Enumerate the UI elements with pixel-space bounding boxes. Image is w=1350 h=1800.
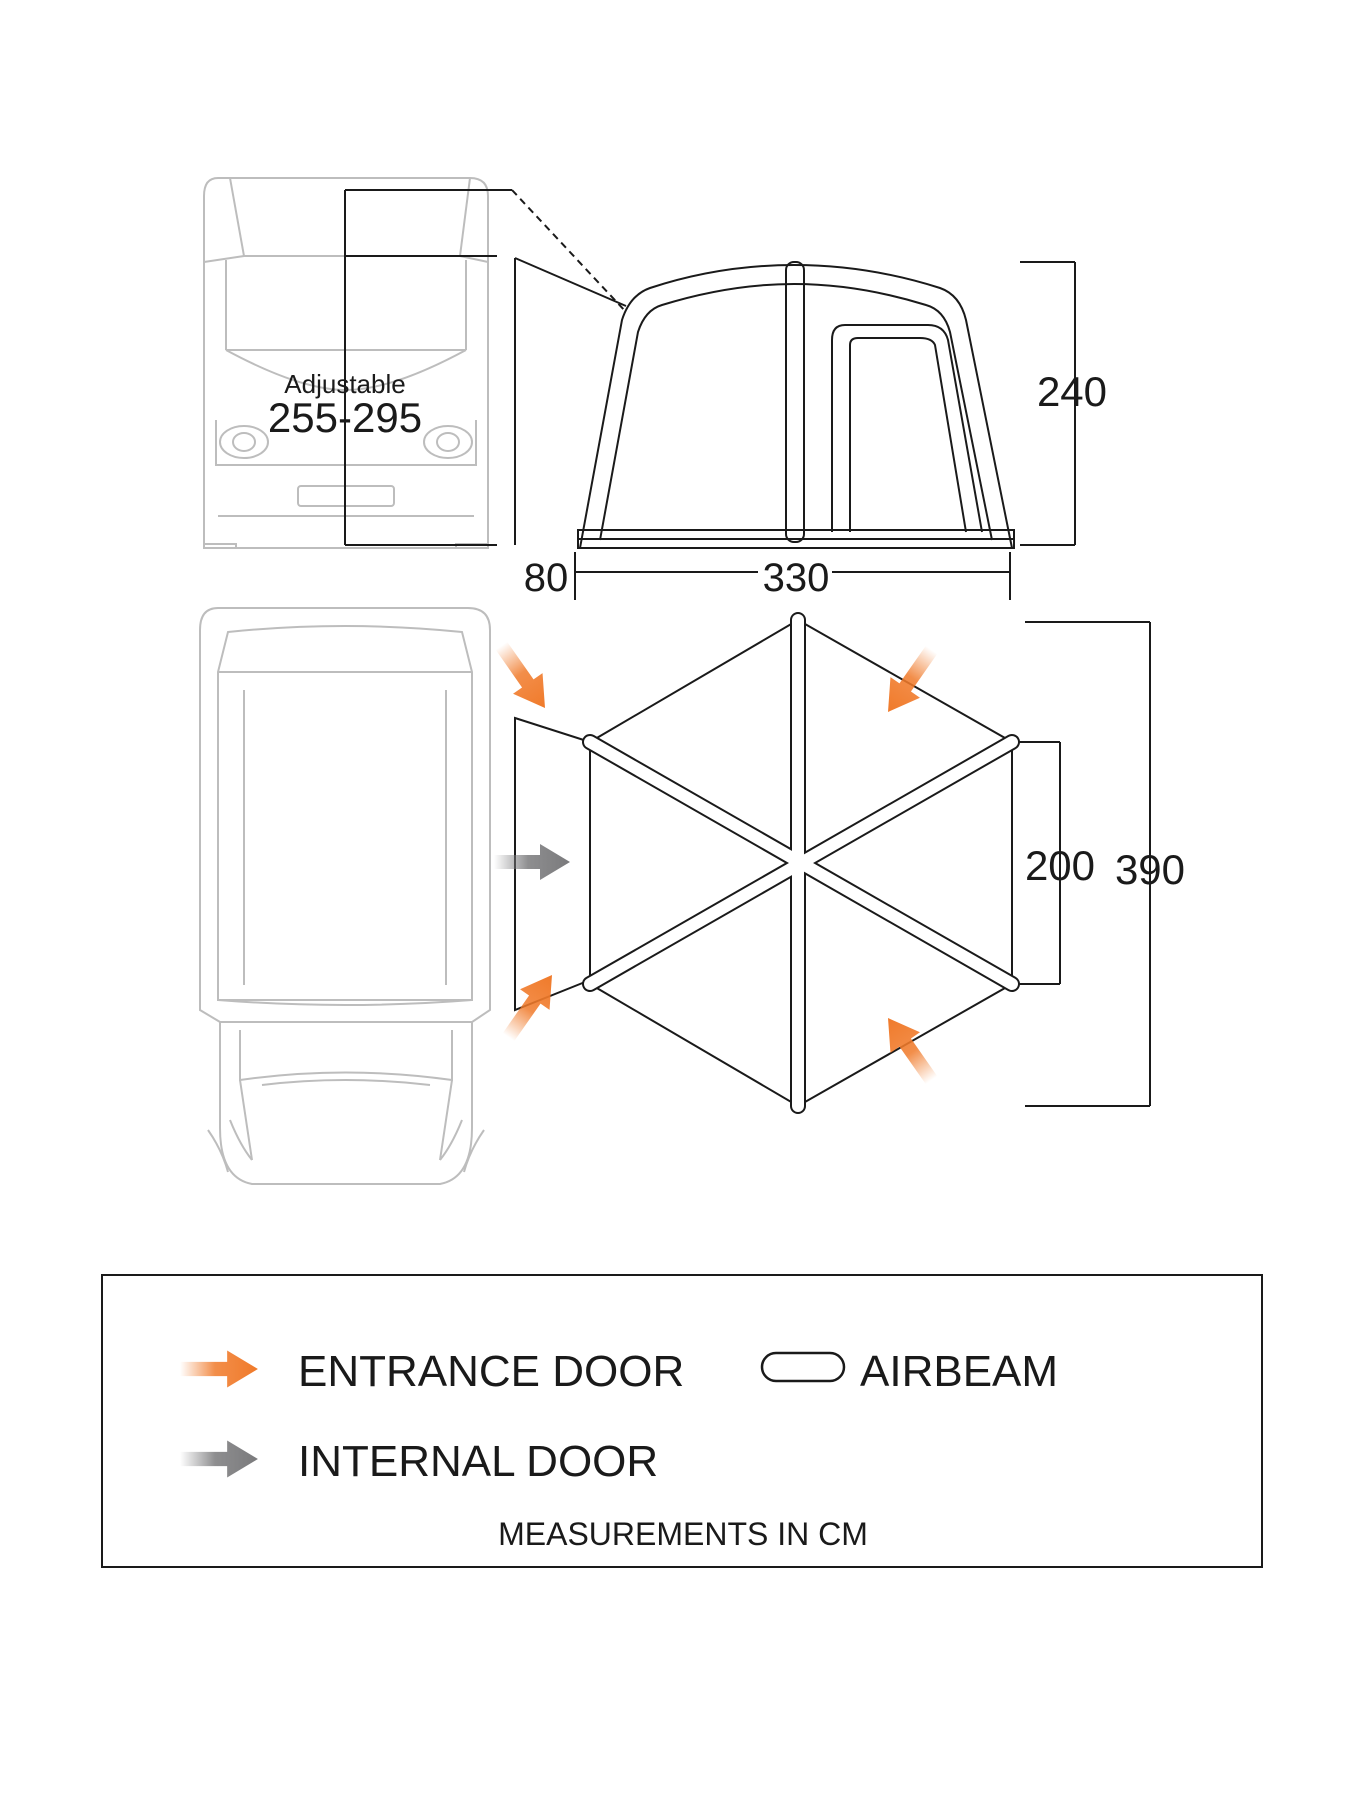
airbeam-tubes <box>582 612 1020 1114</box>
legend-box <box>101 1274 1263 1568</box>
total-depth-dimension: 390 <box>1115 846 1185 893</box>
height-dimension: 240 <box>1037 368 1107 415</box>
awning-side-view <box>514 257 1015 549</box>
adjustable-label: Adjustable <box>284 369 405 399</box>
side-dimensions <box>574 261 1076 600</box>
vehicle-top-view <box>199 607 491 1185</box>
width-dimension: 330 <box>763 556 830 600</box>
inner-depth-dimension: 200 <box>1025 842 1095 889</box>
plan-dimensions <box>1018 621 1151 1107</box>
adjustable-range: 255-295 <box>268 394 422 441</box>
legend-internal-label: INTERNAL DOOR <box>298 1437 658 1486</box>
entrance-arrow-bottom-left <box>493 964 567 1048</box>
offset-dimension: 80 <box>524 556 569 600</box>
entrance-arrow-top-left <box>486 635 560 719</box>
entrance-arrow-bottom-right <box>873 1007 947 1091</box>
legend-airbeam-label: AIRBEAM <box>860 1347 1058 1396</box>
legend-entrance-arrow-icon <box>180 1350 258 1388</box>
legend-airbeam-icon <box>760 1351 846 1383</box>
legend-internal-arrow-icon <box>180 1440 258 1478</box>
legend-note: MEASUREMENTS IN CM <box>498 1516 868 1552</box>
entrance-arrow-top-right <box>873 639 947 723</box>
awning-plan-view <box>514 618 1013 1108</box>
height-bracket <box>344 189 627 546</box>
legend-entrance-label: ENTRANCE DOOR <box>298 1347 684 1396</box>
vehicle-brackets-solid <box>344 255 497 546</box>
internal-arrow-plan <box>494 844 570 880</box>
